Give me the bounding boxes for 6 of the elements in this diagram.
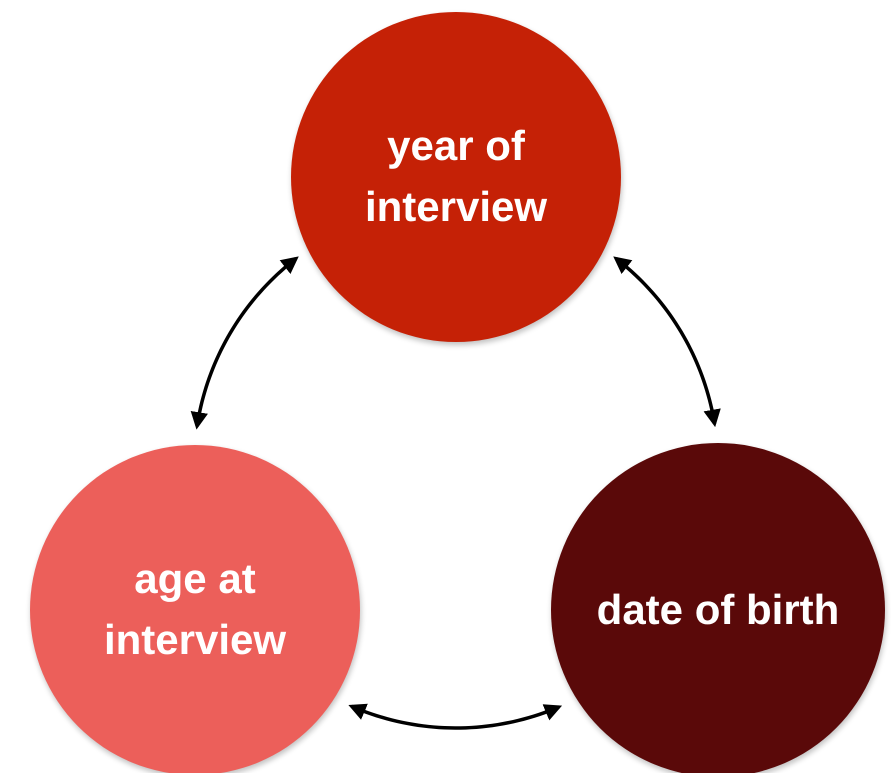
curved-arrow <box>348 704 562 730</box>
node-label: year of interview <box>364 121 548 232</box>
curved-arrow <box>190 256 299 430</box>
node-label: age at interview <box>102 554 288 665</box>
node-label: date of birth <box>596 584 840 635</box>
curved-arrow <box>613 256 721 428</box>
